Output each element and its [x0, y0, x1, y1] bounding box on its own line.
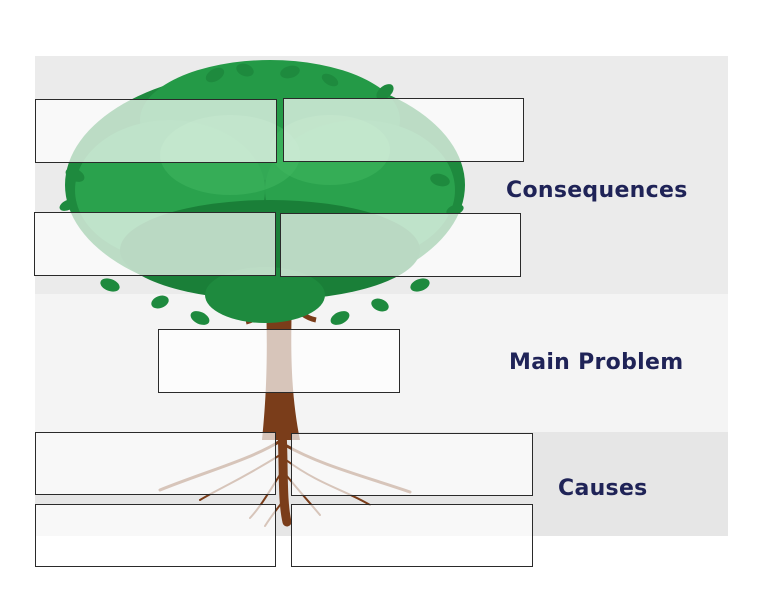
consequences-label: Consequences	[506, 178, 688, 203]
cause-box-2[interactable]	[291, 433, 533, 496]
main-problem-box[interactable]	[158, 329, 400, 393]
consequence-box-2[interactable]	[283, 98, 524, 162]
cause-box-3[interactable]	[35, 504, 276, 567]
causes-label: Causes	[558, 476, 648, 501]
consequence-box-4[interactable]	[280, 213, 521, 277]
consequence-box-1[interactable]	[35, 99, 277, 163]
cause-box-4[interactable]	[291, 504, 533, 567]
cause-box-1[interactable]	[35, 432, 276, 495]
main-problem-label: Main Problem	[509, 350, 684, 375]
consequence-box-3[interactable]	[34, 212, 276, 276]
